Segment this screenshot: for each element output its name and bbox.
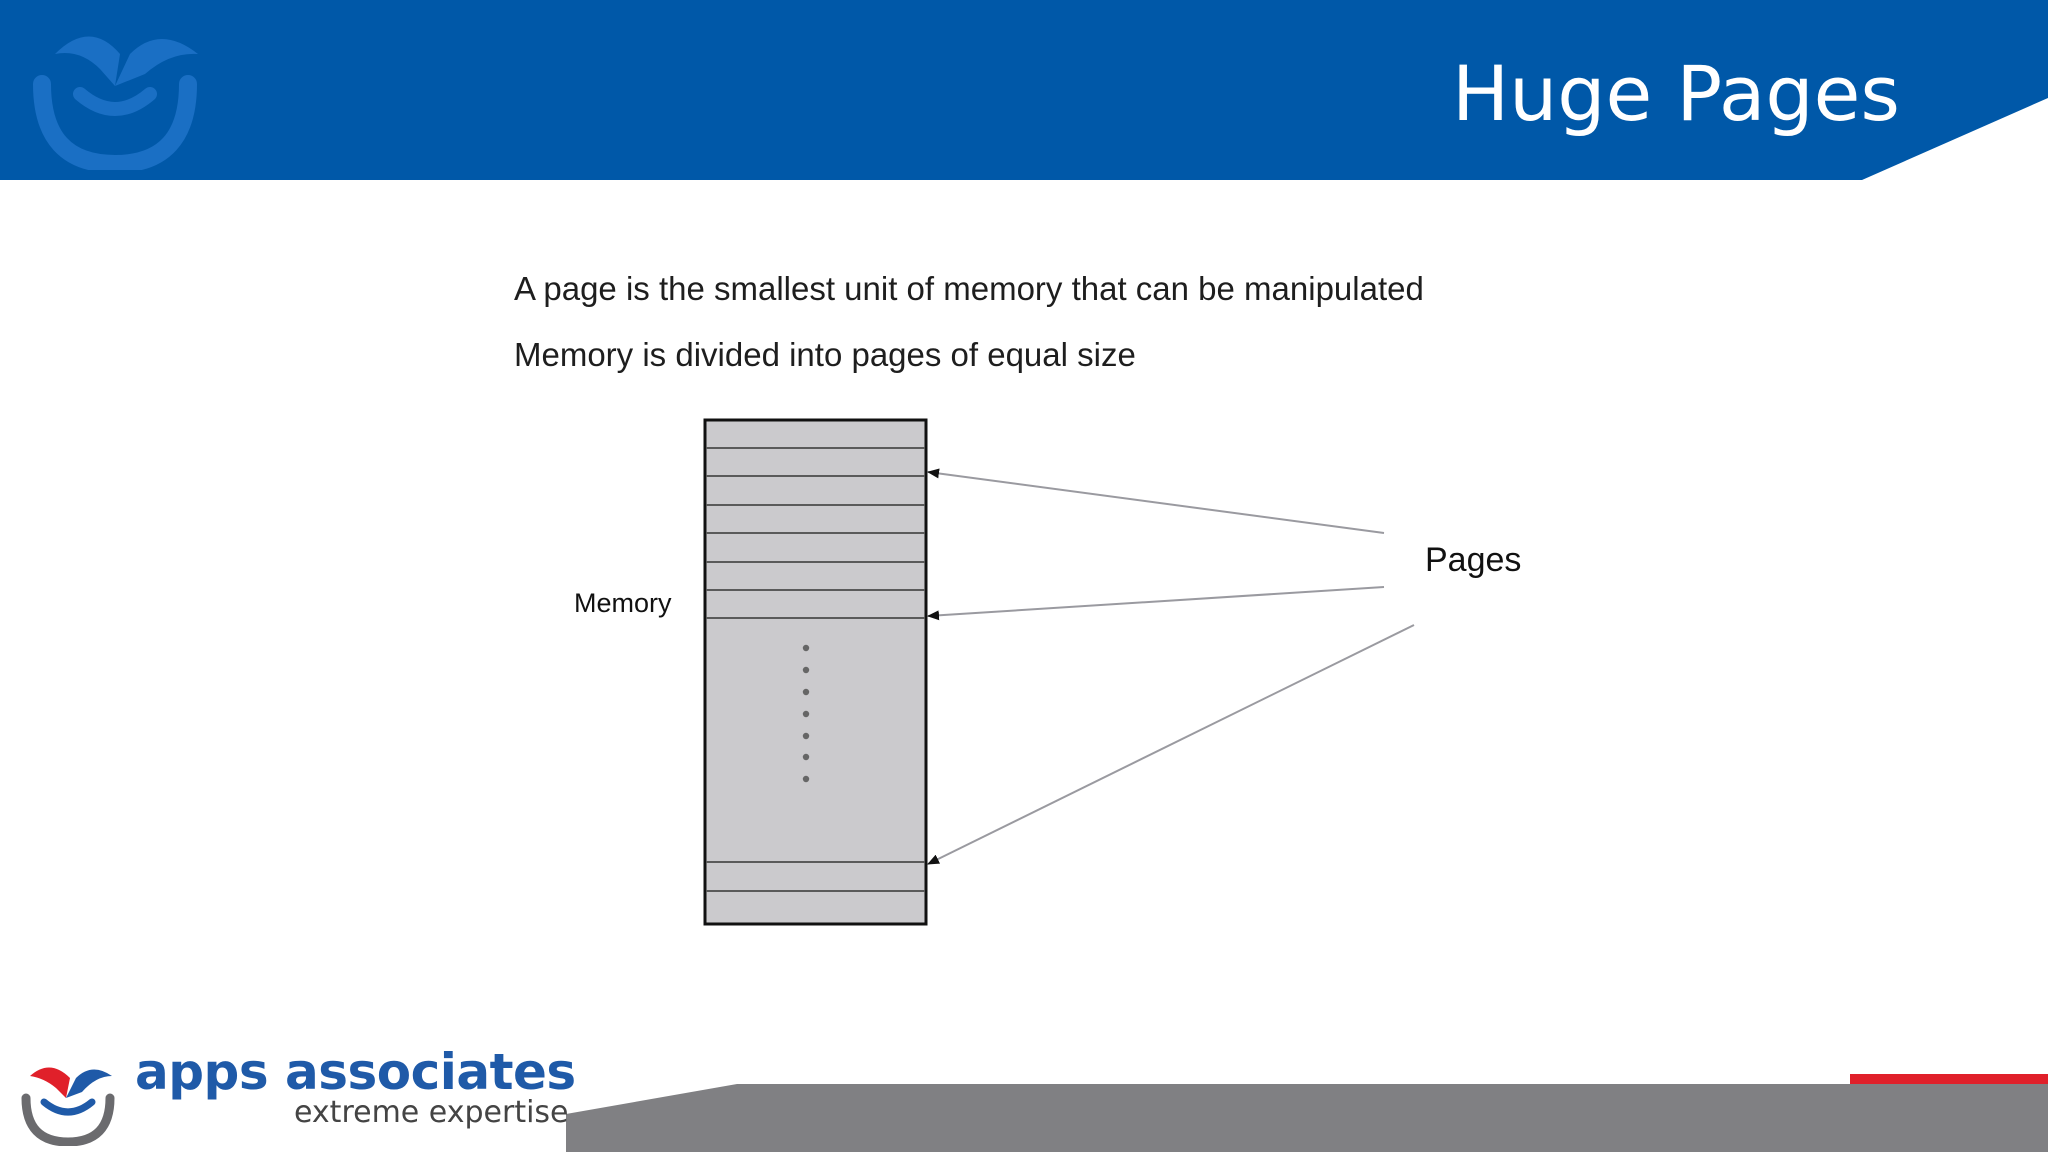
page-dividers-top (706, 447, 925, 619)
page-dividers-bottom (706, 861, 925, 892)
header-emblem-icon (33, 36, 198, 170)
memory-block (703, 418, 928, 926)
arrow-to-page-1 (927, 468, 1385, 534)
brand-tagline: extreme expertise (294, 1095, 569, 1130)
footer-accent-stripe (1850, 1074, 2048, 1084)
arrow-to-page-2 (927, 586, 1385, 621)
bullet-text-1: A page is the smallest unit of memory th… (514, 270, 1424, 307)
bullet-text-2: Memory is divided into pages of equal si… (514, 336, 1136, 373)
apps-associates-logo-icon (21, 1067, 115, 1146)
footer-bar (566, 1074, 2048, 1152)
brand-name: apps associates (135, 1043, 576, 1101)
memory-label: Memory (574, 588, 672, 618)
arrow-to-page-3 (927, 624, 1415, 865)
ellipsis-dot (802, 732, 810, 740)
ellipsis-dot (802, 666, 810, 674)
ellipsis-dots (802, 644, 810, 783)
ellipsis-dot (802, 753, 810, 761)
ellipsis-dot (802, 710, 810, 718)
ellipsis-dot (802, 644, 810, 652)
slide-title: Huge Pages (1451, 49, 1900, 138)
header-band (0, 0, 2048, 180)
pages-label: Pages (1425, 541, 1521, 579)
ellipsis-dot (802, 775, 810, 783)
ellipsis-dot (802, 688, 810, 696)
